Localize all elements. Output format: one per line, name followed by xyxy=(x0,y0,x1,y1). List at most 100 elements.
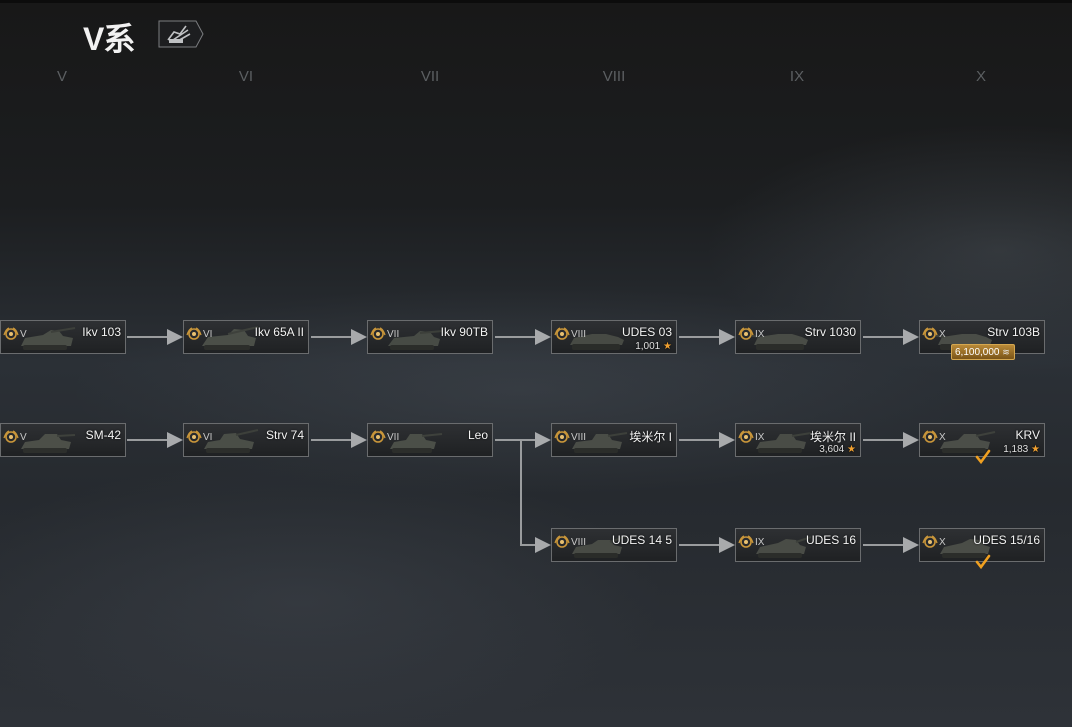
vehicle-card-strv103b[interactable]: X Strv 103B 6,100,000 ≋ xyxy=(919,320,1045,360)
vehicle-tier: V xyxy=(20,329,27,340)
tank-thumbnail xyxy=(572,432,628,453)
tank-thumbnail xyxy=(940,431,996,453)
vehicle-card-emil1[interactable]: VIII 埃米尔 I xyxy=(551,423,677,457)
vehicle-card-strv74[interactable]: VI Strv 74 xyxy=(183,423,309,457)
vehicle-card-ikv65[interactable]: VI Ikv 65A II xyxy=(183,320,309,354)
mastery-badge-icon xyxy=(186,430,202,443)
xp-star-icon: ★ xyxy=(847,444,856,455)
vehicle-xp: 3,604 ★ xyxy=(819,444,856,455)
vehicle-card-ikv103[interactable]: V Ikv 103 xyxy=(0,320,126,354)
vehicle-card-strv1030[interactable]: IX Strv 1030 xyxy=(735,320,861,354)
vehicle-tier: IX xyxy=(755,329,765,340)
vehicle-name: Ikv 90TB xyxy=(440,325,488,339)
tier-label: VIII xyxy=(602,68,626,85)
tier-label: V xyxy=(56,68,68,85)
vehicle-name: Strv 103B xyxy=(987,325,1040,339)
mastery-badge-icon xyxy=(370,430,386,443)
vehicle-card-emil2[interactable]: IX 埃米尔 II 3,604 ★ xyxy=(735,423,861,457)
tank-thumbnail xyxy=(21,434,76,453)
mastery-badge-icon xyxy=(738,430,754,443)
tier-label: IX xyxy=(789,68,805,85)
vehicle-tier: X xyxy=(939,329,946,340)
vehicle-tier: X xyxy=(939,432,946,443)
mastery-badge-icon xyxy=(738,327,754,340)
vehicle-name: UDES 14 5 xyxy=(611,533,672,547)
vehicle-card-ikv90[interactable]: VII Ikv 90TB xyxy=(367,320,493,354)
tank-thumbnail xyxy=(204,429,259,453)
mastery-badge-icon xyxy=(922,327,938,340)
price-tag: 6,100,000 ≋ xyxy=(951,344,1015,360)
mastery-badge-icon xyxy=(3,327,19,340)
tank-thumbnail xyxy=(756,536,812,558)
vehicle-card-udes145[interactable]: VIII UDES 14 5 xyxy=(551,528,677,562)
tank-thumbnail xyxy=(21,327,76,350)
vehicle-tier: VIII xyxy=(571,329,587,340)
tank-destroyer-icon xyxy=(158,20,204,48)
vehicle-name: Ikv 65A II xyxy=(254,325,304,339)
researched-check-icon xyxy=(975,449,991,465)
xp-star-icon: ★ xyxy=(663,341,672,352)
mastery-badge-icon xyxy=(554,327,570,340)
tank-thumbnail xyxy=(750,334,808,350)
vehicle-name: KRV xyxy=(1015,428,1040,442)
xp-value: 3,604 xyxy=(819,444,845,455)
vehicle-name: UDES 15/16 xyxy=(973,533,1040,547)
mastery-badge-icon xyxy=(3,430,19,443)
vehicle-name: Leo xyxy=(467,428,488,442)
vehicle-tier: VI xyxy=(203,432,213,443)
vehicle-name: Strv 74 xyxy=(265,428,304,442)
mastery-badge-icon xyxy=(370,327,386,340)
tank-thumbnail xyxy=(756,432,812,453)
credits-icon: ≋ xyxy=(1002,347,1010,357)
vehicle-tier: IX xyxy=(755,432,765,443)
tank-thumbnail xyxy=(572,535,628,558)
vehicle-card-udes1516[interactable]: X UDES 15/16 xyxy=(919,528,1045,570)
mastery-badge-icon xyxy=(186,327,202,340)
tier-header-row: V VI VII VIII IX X xyxy=(0,68,1072,88)
mastery-badge-icon xyxy=(554,535,570,548)
tank-thumbnail xyxy=(390,433,443,453)
vehicle-tier: VII xyxy=(387,432,400,443)
vehicle-tier: VIII xyxy=(571,537,587,548)
vehicle-card-sm42[interactable]: V SM-42 xyxy=(0,423,126,457)
vehicle-name: Ikv 103 xyxy=(82,325,121,339)
vehicle-name: UDES 03 xyxy=(621,325,672,339)
vehicle-name: UDES 16 xyxy=(805,533,856,547)
vehicle-type-filter-button[interactable] xyxy=(158,20,204,48)
tank-thumbnail xyxy=(202,326,259,350)
connector-branch-arrow xyxy=(520,440,551,553)
top-edge-bar xyxy=(0,0,1072,3)
vehicle-xp: 1,001 ★ xyxy=(635,341,672,352)
vehicle-card-udes03[interactable]: VIII UDES 03 1,001 ★ xyxy=(551,320,677,354)
mastery-badge-icon xyxy=(922,430,938,443)
mastery-badge-icon xyxy=(922,535,938,548)
vehicle-name: SM-42 xyxy=(85,428,121,442)
tier-label: VI xyxy=(238,68,254,85)
vehicle-tier: X xyxy=(939,537,946,548)
vehicle-name: 埃米尔 II xyxy=(809,430,856,444)
price-value: 6,100,000 xyxy=(955,347,1000,358)
vehicle-name: 埃米尔 I xyxy=(629,430,672,444)
tank-thumbnail xyxy=(388,330,444,350)
vehicle-card-leo[interactable]: VII Leo xyxy=(367,423,493,457)
tank-thumbnail xyxy=(570,334,624,350)
xp-value: 1,183 xyxy=(1003,444,1029,455)
vehicle-card-krv[interactable]: X KRV 1,183 ★ xyxy=(919,423,1045,465)
xp-star-icon: ★ xyxy=(1031,444,1040,455)
vehicle-tier: V xyxy=(20,432,27,443)
researched-check-icon xyxy=(975,554,991,570)
vehicle-xp: 1,183 ★ xyxy=(1003,444,1040,455)
vehicle-card-udes16[interactable]: IX UDES 16 xyxy=(735,528,861,562)
tier-label: VII xyxy=(420,68,440,85)
vehicle-tier: VIII xyxy=(571,432,587,443)
mastery-badge-icon xyxy=(554,430,570,443)
vehicle-tier: VI xyxy=(203,329,213,340)
xp-value: 1,001 xyxy=(635,341,661,352)
vehicle-tier: IX xyxy=(755,537,765,548)
mastery-badge-icon xyxy=(738,535,754,548)
vehicle-tier: VII xyxy=(387,329,400,340)
vehicle-name: Strv 1030 xyxy=(804,325,856,339)
tank-thumbnail xyxy=(940,536,996,558)
nation-title: V系 xyxy=(83,21,135,57)
